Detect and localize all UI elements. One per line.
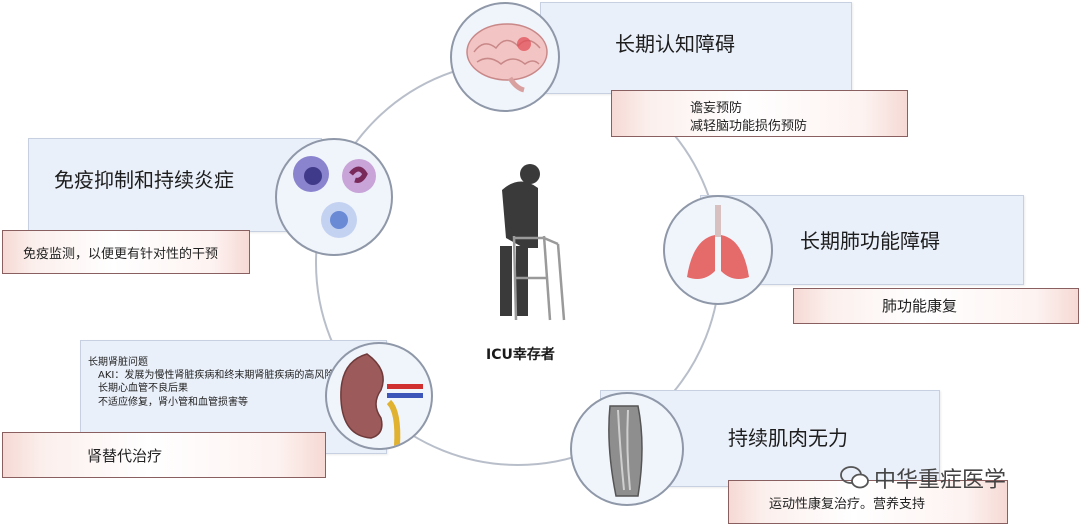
lung-title: 长期肺功能障碍 bbox=[800, 229, 940, 253]
muscle-circle bbox=[570, 392, 684, 506]
immune-title: 免疫抑制和持续炎症 bbox=[54, 168, 234, 192]
cognitive-line-2: 减轻脑功能损伤预防 bbox=[690, 119, 808, 134]
immune-box: 免疫监测，以便更有针对性的干预 bbox=[2, 230, 250, 274]
kidney-detail-1: 长期肾脏问题 bbox=[88, 357, 148, 368]
kidney-box: 肾替代治疗 bbox=[2, 432, 326, 478]
kidney-line-1: 肾替代治疗 bbox=[87, 447, 163, 465]
lung-circle bbox=[663, 195, 773, 305]
immune-panel bbox=[28, 138, 322, 232]
kidney-detail-2: AKI：发展为慢性肾脏疾病和终末期肾脏疾病的高风险 bbox=[98, 370, 335, 381]
immune-circle bbox=[275, 138, 393, 256]
brain-circle bbox=[450, 2, 560, 112]
kidney-circle bbox=[325, 342, 433, 450]
muscle-icon bbox=[608, 405, 643, 497]
center-label: ICU幸存者 bbox=[486, 347, 555, 363]
watermark-text: 中华重症医学 bbox=[874, 468, 1007, 493]
kidney-detail-3: 长期心血管不良后果 bbox=[98, 383, 188, 394]
watermark: 中华重症医学 bbox=[840, 462, 1070, 494]
immune-line-1: 免疫监测，以便更有针对性的干预 bbox=[23, 247, 219, 262]
lung-box: 肺功能康复 bbox=[793, 288, 1079, 324]
elderly-walker-icon bbox=[500, 164, 566, 321]
kidney-icon bbox=[340, 353, 423, 447]
immune-cells-icon bbox=[293, 156, 376, 238]
wechat-icon bbox=[840, 466, 869, 489]
kidney-detail-4: 不适应修复，肾小管和血管损害等 bbox=[98, 397, 248, 408]
brain-icon bbox=[466, 23, 548, 93]
lungs-icon bbox=[687, 205, 749, 279]
lung-line-1: 肺功能康复 bbox=[882, 297, 958, 315]
cognitive-box: 谵妄预防 减轻脑功能损伤预防 bbox=[611, 90, 908, 137]
muscle-line-1: 运动性康复治疗。营养支持 bbox=[769, 497, 926, 512]
cognitive-title: 长期认知障碍 bbox=[615, 32, 735, 56]
cognitive-line-1: 谵妄预防 bbox=[690, 101, 743, 116]
muscle-title: 持续肌肉无力 bbox=[728, 426, 848, 450]
